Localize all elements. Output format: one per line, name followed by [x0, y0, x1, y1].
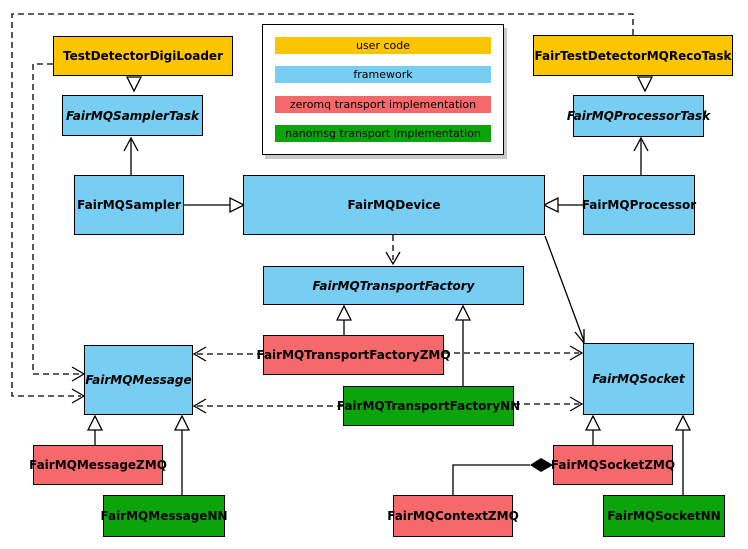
class-name: FairTestDetectorMQRecoTask	[534, 48, 732, 63]
composition-diamond	[530, 458, 553, 472]
class-name: FairMQSocketNN	[607, 509, 721, 523]
open-arrowhead	[569, 396, 584, 412]
class-node-fairmqsocketnn: FairMQSocketNN	[603, 495, 725, 537]
legend-item-framework: framework	[275, 66, 491, 84]
open-arrowhead	[569, 345, 584, 361]
class-name: FairMQMessageNN	[100, 509, 228, 523]
open-arrowhead	[71, 388, 86, 404]
legend-item-zeromq: zeromq transport implementation	[275, 95, 491, 113]
class-node-fairmqtransportfactoryzmq: FairMQTransportFactoryZMQ	[256, 335, 451, 375]
class-name: FairMQProcessor	[581, 198, 697, 212]
open-arrowhead	[71, 366, 86, 382]
class-node-fairmqsampler: FairMQSampler	[74, 175, 184, 235]
class-node-testdetectordigiloader: TestDetectorDigiLoader	[53, 36, 233, 76]
class-name: FairMQContextZMQ	[387, 509, 519, 523]
edge-device-socket-line	[544, 235, 585, 342]
class-node-fairmqdevice: FairMQDevice	[243, 175, 545, 235]
inheritance-triangle	[335, 304, 353, 321]
class-name: FairMQTransportFactoryNN	[336, 399, 521, 413]
inheritance-triangle	[229, 196, 246, 214]
legend-item-nanomsg: nanomsg transport implementation	[275, 124, 491, 142]
class-node-fairmqmessage: FairMQMessage	[84, 345, 193, 415]
inheritance-triangle	[542, 196, 559, 214]
open-arrowhead	[574, 329, 585, 345]
open-arrowhead	[192, 398, 207, 414]
class-node-fairmqmessagezmq: FairMQMessageZMQ	[29, 445, 167, 485]
class-node-fairmqmessagenn: FairMQMessageNN	[100, 495, 228, 537]
class-node-fairmqcontextzmq: FairMQContextZMQ	[387, 495, 519, 537]
legend-label: framework	[353, 68, 413, 82]
legend: user code framework zeromq transport imp…	[262, 24, 504, 155]
edge-context-socketzmq-line	[452, 464, 530, 495]
class-name: FairMQTransportFactory	[312, 278, 475, 293]
class-name: TestDetectorDigiLoader	[62, 49, 223, 63]
class-name: FairMQSocket	[592, 372, 685, 386]
inheritance-triangle	[125, 76, 143, 93]
inheritance-triangle	[86, 414, 104, 431]
inheritance-triangle	[173, 414, 191, 431]
class-node-fairmqprocessortask: FairMQProcessorTask	[567, 95, 710, 137]
class-name: FairMQSampler	[77, 198, 181, 212]
inheritance-triangle	[584, 414, 602, 431]
class-name: FairMQTransportFactoryZMQ	[256, 348, 451, 362]
class-name: FairMQMessageZMQ	[29, 458, 167, 472]
inheritance-triangle	[674, 414, 692, 431]
class-name: FairMQSamplerTask	[65, 108, 200, 123]
class-name: FairMQDevice	[347, 198, 441, 212]
class-node-fairtestdetectormqrecotask: FairTestDetectorMQRecoTask	[533, 35, 733, 76]
open-arrowhead	[385, 251, 401, 266]
legend-item-user-code: user code	[275, 37, 491, 54]
class-node-fairmqtransportfactorynn: FairMQTransportFactoryNN	[337, 386, 520, 426]
legend-label: zeromq transport implementation	[289, 97, 477, 111]
open-arrowhead	[633, 136, 649, 152]
inheritance-triangle	[454, 304, 472, 321]
legend-label: nanomsg transport implementation	[285, 126, 481, 140]
class-node-fairmqprocessor: FairMQProcessor	[581, 175, 697, 235]
class-node-fairmqtransportfactory: FairMQTransportFactory	[263, 266, 524, 305]
class-node-fairmqsamplertask: FairMQSamplerTask	[62, 95, 203, 136]
legend-label: user code	[355, 39, 411, 52]
class-node-fairmqsocket: FairMQSocket	[583, 343, 694, 415]
class-name: FairMQProcessorTask	[566, 109, 711, 123]
class-name: FairMQSocketZMQ	[550, 458, 676, 472]
class-name: FairMQMessage	[85, 373, 192, 387]
open-arrowhead	[123, 136, 139, 152]
open-arrowhead	[192, 346, 207, 362]
inheritance-triangle	[636, 76, 654, 93]
class-node-fairmqsocketzmq: FairMQSocketZMQ	[550, 445, 676, 485]
